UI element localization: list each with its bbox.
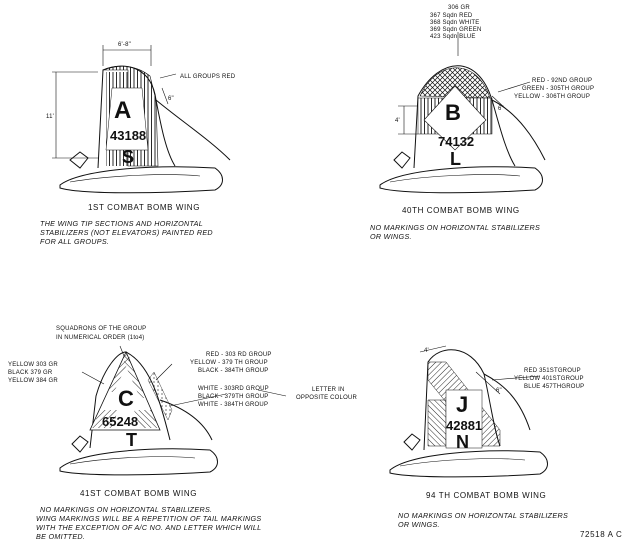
wing-40-note-line-2: OR WINGS. xyxy=(370,232,412,241)
wing-40-squadron-line-2: 368 Sqdn WHITE xyxy=(430,20,480,26)
wing-1-letter-bottom: S xyxy=(122,147,134,167)
wing-1-letter-top: A xyxy=(114,97,131,124)
wing-94-letter-top: J xyxy=(456,392,468,417)
wing-41-letter-bottom: T xyxy=(126,430,137,450)
wing-40-left-dimension: 4' xyxy=(395,118,400,124)
wing-1-note-line-1: THE WING TIP SECTIONS AND HORIZONTAL xyxy=(40,219,203,228)
wing-1-height-dimension: 11' xyxy=(46,114,54,120)
wing-40-squadron-line-4: 423 Sqdn BLUE xyxy=(430,34,476,40)
wing-1-note-line-3: FOR ALL GROUPS. xyxy=(40,237,109,246)
wing-41-right-top-line-1: RED - 303 RD GROUP xyxy=(206,352,272,358)
wing-41-note-line-2: WING MARKINGS WILL BE A REPETITION OF TA… xyxy=(36,514,262,523)
wing-41-letter-note-line-2: OPPOSITE COLOUR xyxy=(296,395,357,401)
wing-1-serial: 43188 xyxy=(110,128,146,143)
wing-41-caption: 41ST COMBAT BOMB WING xyxy=(80,489,197,498)
wing-40-note-line-1: NO MARKINGS ON HORIZONTAL STABILIZERS xyxy=(370,223,540,232)
wing-40-small-dimension: 6" xyxy=(498,106,504,112)
wing-41-right-top-line-3: BLACK - 384TH GROUP xyxy=(198,368,269,374)
wing-94-note-line-1: NO MARKINGS ON HORIZONTAL STABILIZERS xyxy=(398,511,568,520)
wing-40-letter-bottom: L xyxy=(450,149,461,169)
wing-40-group-line-1: RED - 92ND GROUP xyxy=(532,78,592,84)
wing-41-note-line-4: BE OMITTED. xyxy=(36,532,85,541)
wing-41-note-line-1: NO MARKINGS ON HORIZONTAL STABILIZERS. xyxy=(40,505,212,514)
wing-40-letter-top: B xyxy=(445,100,461,125)
wing-1-note-line-2: STABILIZERS (NOT ELEVATORS) PAINTED RED xyxy=(40,228,213,237)
wing-94-note-line-2: OR WINGS. xyxy=(398,520,440,529)
wing-94-group-line-3: BLUE 457THGROUP xyxy=(524,384,584,390)
wing-94-top-dimension: 4' xyxy=(424,348,429,354)
wing-94-serial: 42881 xyxy=(446,418,482,433)
wing-1-width-dimension: 6'-8" xyxy=(118,42,131,48)
wing-40-group-line-3: YELLOW - 306TH GROUP xyxy=(514,94,590,100)
wing-41-letter-top: C xyxy=(118,386,134,411)
wing-94-tail-drawing xyxy=(389,345,548,478)
footer-reference: 72518 A C xyxy=(580,530,622,539)
wing-1-caption: 1ST COMBAT BOMB WING xyxy=(88,203,200,212)
wing-41-left-line-2: BLACK 379 GR xyxy=(8,370,53,376)
wing-41-note-line-3: WITH THE EXCEPTION OF A/C NO. AND LETTER… xyxy=(36,523,261,532)
wing-40-caption: 40TH COMBAT BOMB WING xyxy=(402,206,520,215)
wing-94-caption: 94 TH COMBAT BOMB WING xyxy=(426,491,546,500)
wing-40-group-line-2: GREEN - 305TH GROUP xyxy=(522,86,594,92)
wing-94-diagram: 4' 6" RED 351STGROUP YELLOW 401STGROUP B… xyxy=(389,345,584,529)
wing-41-serial: 65248 xyxy=(102,414,138,429)
wing-1-small-dimension: 6" xyxy=(168,96,174,102)
wing-41-right-top-line-2: YELLOW - 379 TH GROUP xyxy=(190,360,268,366)
wing-1-groups-label: ALL GROUPS RED xyxy=(180,74,236,80)
wing-94-small-dimension: 6" xyxy=(496,388,502,394)
wing-1-tail-drawing xyxy=(52,45,231,194)
wing-41-squadron-note-line-2: IN NUMERICAL ORDER (1to4) xyxy=(56,335,144,341)
wing-40-squadron-line-3: 369 Sqdn GREEN xyxy=(430,27,482,33)
wing-40-serial: 74132 xyxy=(438,134,474,149)
wing-41-squadron-note-line-1: SQUADRONS OF THE GROUP xyxy=(56,326,146,332)
wing-41-letter-note-line-1: LETTER IN xyxy=(312,387,344,393)
wing-41-left-line-3: YELLOW 384 GR xyxy=(8,378,58,384)
wing-40-tail-drawing xyxy=(379,32,546,194)
wing-40-squadron-header: 306 GR xyxy=(448,5,470,11)
wing-94-group-line-2: YELLOW 401STGROUP xyxy=(514,376,584,382)
wing-41-right-bottom-line-3: WHITE - 384TH GROUP xyxy=(198,402,268,408)
wing-41-right-bottom-line-1: WHITE - 303RD GROUP xyxy=(198,386,269,392)
wing-41-left-line-1: YELLOW 303 GR xyxy=(8,362,58,368)
wing-94-letter-bottom: N xyxy=(456,432,469,452)
wing-94-group-line-1: RED 351STGROUP xyxy=(524,368,581,374)
wing-40-diagram: 306 GR 367 Sqdn RED 368 Sqdn WHITE 369 S… xyxy=(370,5,594,241)
wing-41-tail-drawing xyxy=(59,345,287,476)
wing-1-diagram: 6'-8" 11' 6" ALL GROUPS RED A 43188 S 1S… xyxy=(40,42,236,246)
wing-41-right-bottom-line-2: BLACK - 379TH GROUP xyxy=(198,394,269,400)
wing-40-squadron-line-1: 367 Sqdn RED xyxy=(430,13,473,19)
wing-41-diagram: SQUADRONS OF THE GROUP IN NUMERICAL ORDE… xyxy=(8,326,357,541)
